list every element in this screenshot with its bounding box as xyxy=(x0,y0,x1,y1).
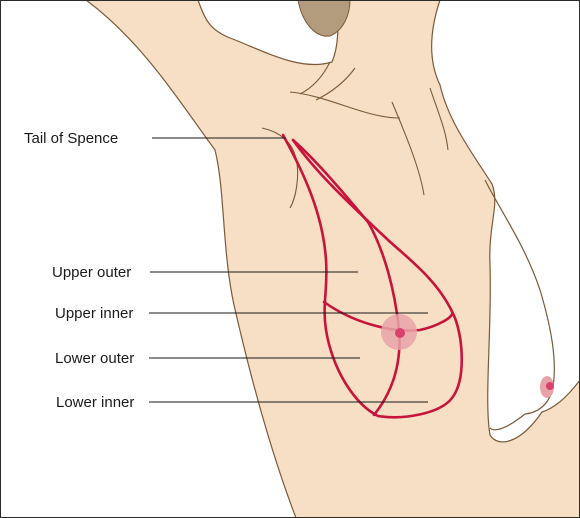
figure-border xyxy=(0,0,580,518)
breast-quadrants-figure: Tail of Spence Upper outer Upper inner L… xyxy=(0,0,580,518)
